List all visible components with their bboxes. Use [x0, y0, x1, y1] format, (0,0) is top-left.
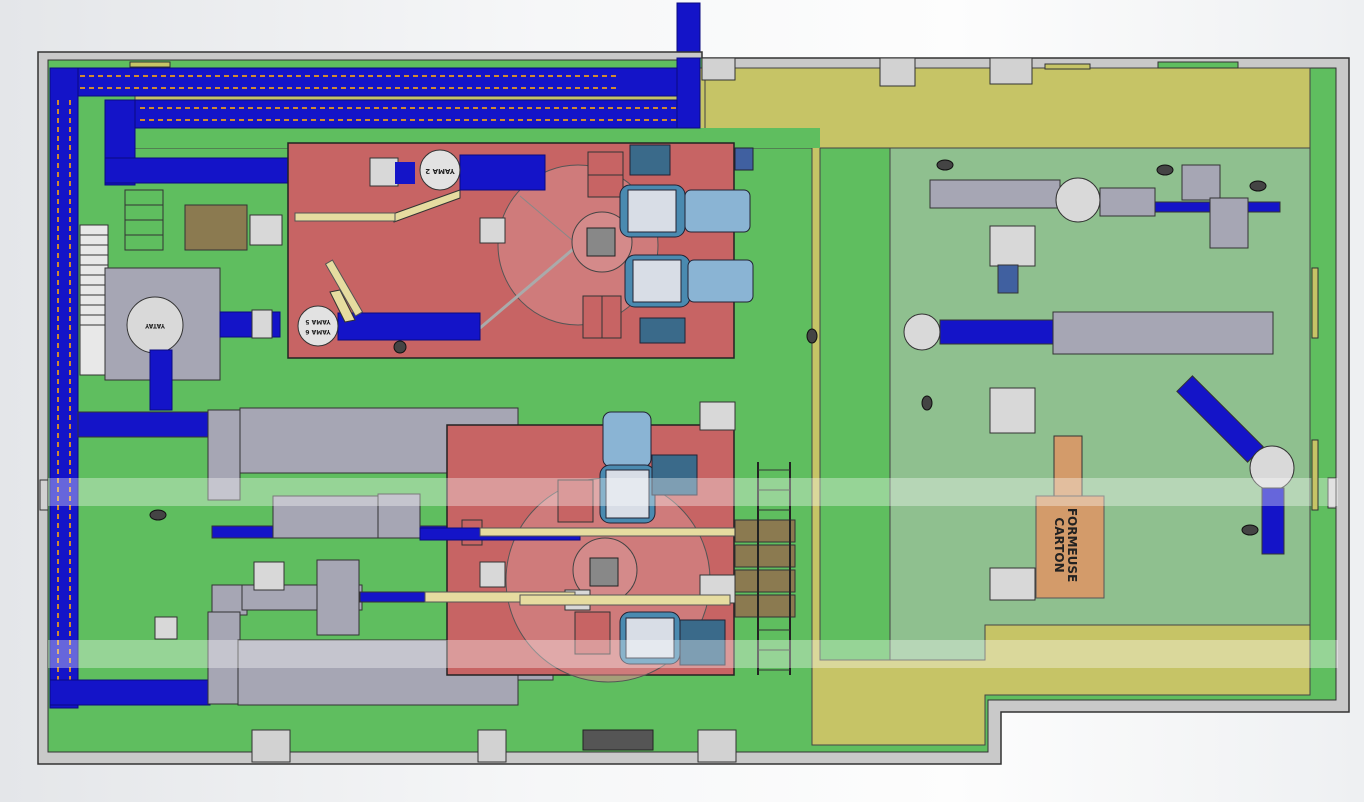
yatay-tank: YATAY [104, 267, 281, 411]
pallet-racks [734, 462, 796, 675]
yama6-label: YAMA 6 [305, 328, 331, 335]
carton-label: CARTON [1052, 517, 1066, 572]
formeuse-label: FORMEUSE [1065, 508, 1079, 582]
lower-pump-motors [599, 411, 726, 666]
door-bottom [582, 729, 654, 751]
left-conveyor [49, 67, 211, 709]
overlay-band-2 [48, 640, 1338, 668]
packing-equipment [903, 164, 1295, 601]
lower-left-equipment [77, 407, 578, 706]
ladder-left [124, 189, 283, 251]
yatay-label: YATAY [144, 322, 166, 329]
yama2-label: YAMA 2 [425, 167, 456, 175]
operator-figure-icon [149, 159, 1267, 536]
window-top-right [1157, 61, 1239, 69]
yama5-label: YAMA 5 [305, 318, 331, 325]
pump-motor-icon [619, 144, 754, 344]
top-conveyors [49, 57, 701, 186]
packing-area [889, 147, 1311, 661]
stair-icon [79, 224, 109, 376]
right-wall-windows [1311, 267, 1319, 511]
overlay-band-1 [48, 478, 1338, 506]
wall-pillars [39, 57, 1337, 763]
vertical-duct [676, 2, 701, 59]
